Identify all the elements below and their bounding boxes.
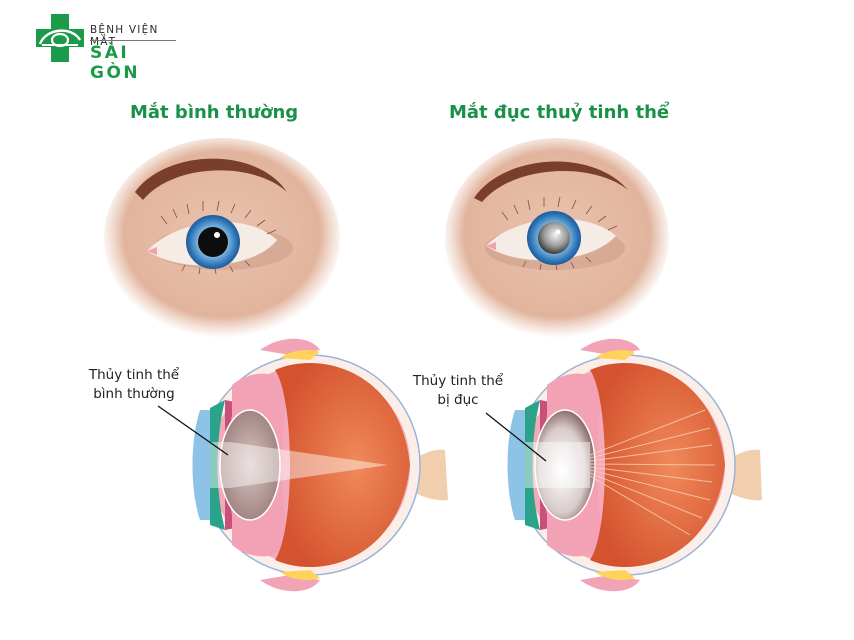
title-normal-eye: Mắt bình thường <box>130 102 299 123</box>
logo-divider <box>90 40 176 41</box>
label-normal-lens-line1: Thủy tinh thể <box>88 367 180 383</box>
eye-cross-section-normal <box>192 338 448 592</box>
external-eye-cataract <box>445 138 669 338</box>
logo-text-bottom: SÀI GÒN <box>90 43 141 83</box>
external-eye-normal <box>104 138 340 338</box>
label-cataract-lens-line2: bị đục <box>437 392 479 408</box>
eye-cross-icon <box>36 14 84 62</box>
title-cataract-eye: Mắt đục thuỷ tinh thể <box>449 102 670 123</box>
label-cataract-lens-line1: Thủy tinh thể <box>412 373 504 389</box>
eye-cross-section-cataract <box>507 338 762 592</box>
label-cataract-lens: Thủy tinh thể bị đục <box>404 372 512 410</box>
hospital-logo: BỆNH VIỆN MẮT SÀI GÒN <box>36 14 186 83</box>
label-normal-lens: Thủy tinh thể bình thường <box>76 366 192 404</box>
logo-text-top: BỆNH VIỆN MẮT <box>90 24 159 48</box>
label-normal-lens-line2: bình thường <box>93 386 175 402</box>
